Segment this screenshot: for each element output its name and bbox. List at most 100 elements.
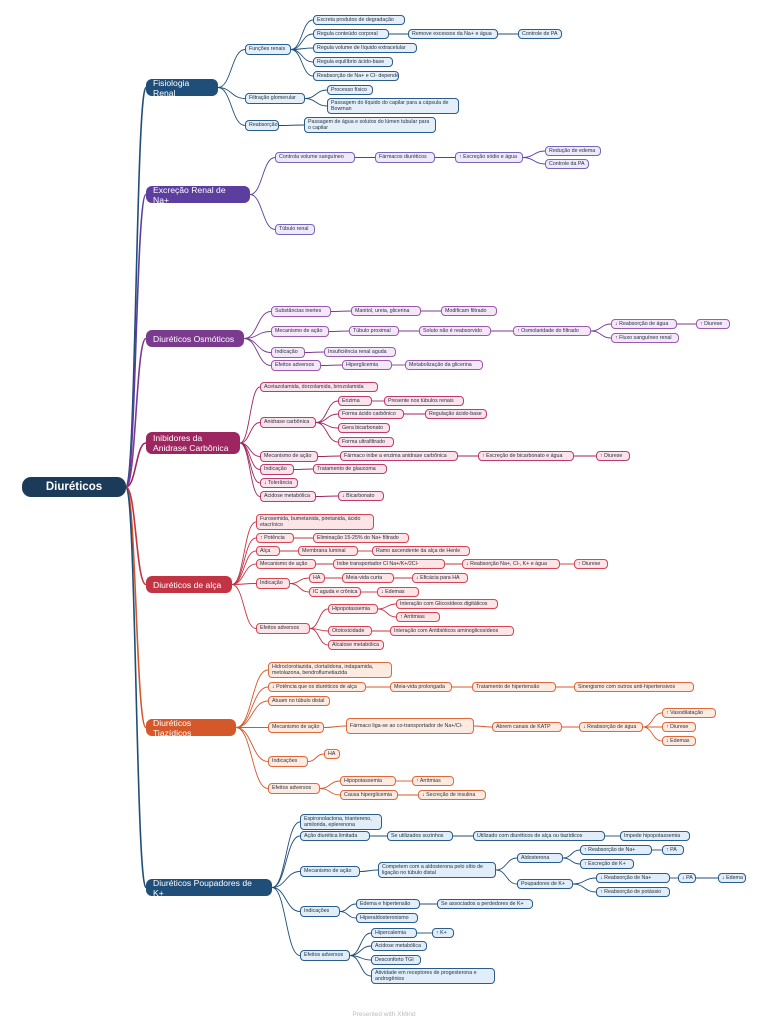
topic-se-associados-a-perdedores-de-k[interactable]: Se associados a perdedores de K+	[437, 899, 533, 909]
topic-edemas[interactable]: ↓ Edemas	[662, 736, 696, 746]
topic-reabsorcao[interactable]: Reabsorção	[245, 120, 279, 131]
topic-passagem-do-liquido-do-capilar-para-a-ca[interactable]: Passagem do líquido do capilar para a cá…	[327, 98, 459, 114]
branch-diureticos-de-alca[interactable]: Diuréticos de alça	[146, 576, 232, 593]
topic-acidose-metabolica[interactable]: Acidose metabólica	[371, 941, 427, 951]
topic-indicacoes[interactable]: Indicações	[268, 756, 308, 767]
topic-secrecao-de-insulina[interactable]: ↓ Secreção de insulina	[418, 790, 486, 800]
topic-causa-hiperglicemia[interactable]: Causa hiperglicemia	[340, 790, 398, 800]
topic-enzima[interactable]: Enzima	[338, 396, 372, 406]
topic-eliminacao-15-25-do-na-filtrado[interactable]: Eliminação 15-25% do Na+ filtrado	[313, 533, 409, 543]
topic-reabsorcao-de-agua[interactable]: ↓ Reabsorção de água	[579, 722, 643, 732]
topic-regulacao-acido-base[interactable]: Regulação ácido-base	[425, 409, 487, 419]
topic-impede-hipopotassemia[interactable]: Impede hipopotassemia	[620, 831, 690, 841]
topic-modificam-filtrado[interactable]: Modificam filtrado	[441, 306, 497, 316]
topic-tubulo-proximal[interactable]: Túbulo proximal	[349, 326, 399, 336]
topic-alca[interactable]: Alça	[256, 546, 280, 556]
topic-hiperglicemia[interactable]: Hiperglicemia	[342, 360, 392, 370]
topic-hiperaldosteronismo[interactable]: Hiperaldosteronismo	[356, 913, 418, 923]
topic-tratamento-de-hipertensao[interactable]: Tratamento de hipertensão	[472, 682, 556, 692]
topic-ramo-ascendente-da-alca-de-henle[interactable]: Ramo ascendente da alça de Henle	[372, 546, 470, 556]
topic-potencia-que-os-diureticos-de-alca[interactable]: ↓ Potência que os diuréticos de alça	[268, 682, 366, 692]
topic-mecanismo-de-acao[interactable]: Mecanismo de ação	[268, 722, 324, 733]
topic-regula-volume-de-liquido-extracelular[interactable]: Regula volume de líquido extracelular	[313, 43, 417, 53]
topic-ototoxicidade[interactable]: Ototoxicidade	[328, 626, 372, 636]
topic-remove-excessos-da-na-e-agua[interactable]: Remove excessos da Na+ e água	[408, 29, 498, 39]
topic-mecanismo-de-acao[interactable]: Mecanismo de ação	[300, 866, 360, 877]
topic-tratamento-de-glaucoma[interactable]: Tratamento de glaucoma	[313, 464, 387, 474]
topic-diurese[interactable]: ↑ Diurese	[596, 451, 630, 461]
topic-efeitos-adversos[interactable]: Efeitos adversos	[271, 360, 321, 371]
topic-farmacos-diureticos[interactable]: Fármacos diuréticos	[375, 152, 435, 163]
topic-diurese[interactable]: ↑ Diurese	[574, 559, 608, 569]
topic-sinergismo-com-outros-anti-hipertensivos[interactable]: Sinergismo com outros anti-hipertensivos	[574, 682, 694, 692]
topic-desconforto-tgi[interactable]: Desconforto TGI	[371, 955, 421, 965]
topic-substancias-inertes[interactable]: Substâncias inertes	[271, 306, 331, 317]
topic-regula-conteudo-corporal[interactable]: Regula conteúdo corporal	[313, 29, 389, 39]
topic-forma-acido-carbonico[interactable]: Forma ácido carbônico	[338, 409, 404, 419]
topic-fluxo-sanguineo-renal[interactable]: ↑ Fluxo sanguíneo renal	[611, 333, 679, 343]
topic-reabsorcao-na-cl-k-e-agua[interactable]: ↓ Reabsorção Na+, Cl-, K+ e água	[462, 559, 560, 569]
topic-funcoes-renais[interactable]: Funções renais	[245, 44, 291, 55]
topic-farmaco-inibe-a-enzima-anidrase-carbonic[interactable]: Fármaco inibe a enzima anidrase carbônic…	[340, 451, 458, 461]
topic-osmolaridade-do-filtrado[interactable]: ↑ Osmolaridade do filtrado	[513, 326, 591, 336]
branch-diureticos-tiazidicos[interactable]: Diuréticos Tiazídicos	[146, 718, 236, 738]
topic-regula-equilibrio-acido-base[interactable]: Regula equilíbrio ácido-base	[313, 57, 393, 67]
topic-arritmias[interactable]: ↑ Arritmias	[396, 612, 440, 622]
topic-potencia[interactable]: ↑ Potência	[256, 533, 294, 543]
topic-controle-da-pa[interactable]: Controle da PA	[545, 159, 589, 169]
branch-excrecao-renal-de-na[interactable]: Excreção Renal de Na+	[146, 185, 250, 205]
topic-mecanismo-de-acao[interactable]: Mecanismo de ação	[256, 559, 316, 569]
topic-filtracao-glomerular[interactable]: Filtração glomerular	[245, 93, 305, 104]
topic-edema[interactable]: ↓ Edema	[718, 873, 746, 883]
topic-excrecao-de-bicarbonato-e-agua[interactable]: ↑ Excreção de bicarbonato e água	[478, 451, 574, 461]
topic-tubulo-renal[interactable]: Túbulo renal	[275, 224, 315, 235]
topic-controle-de-pa[interactable]: Controle de PA	[518, 29, 562, 39]
topic-ha[interactable]: HA	[324, 749, 340, 759]
branch-diureticos-poupadores-de-k[interactable]: Diuréticos Poupadores de K+	[146, 878, 272, 898]
topic-bicarbonato[interactable]: ↓ Bicarbonato	[338, 491, 384, 501]
topic-manitol-ureia-glicerina[interactable]: Manitol, ureia, glicerina	[351, 306, 421, 316]
topic-reabsorcao-de-na-e-cl-depende-do-ritmo-c[interactable]: Reabsorção de Na+ e Cl- depende do ritmo…	[313, 71, 399, 81]
topic-acao-diuretica-limitada[interactable]: Ação diurética limitada	[300, 831, 370, 841]
topic-diurese[interactable]: ↑ Diurese	[696, 319, 730, 329]
topic-reabsorcao-de-potassio[interactable]: ↑ Reabsorção de potássio	[596, 887, 670, 897]
topic-furosemida-bumetanida-piretanida-acido-e[interactable]: Furosemida, bumetanida, piretanida, ácid…	[256, 514, 374, 530]
topic-excrecao-de-k[interactable]: ↑ Excreção de K+	[580, 859, 634, 869]
topic-acidose-metabolica[interactable]: Acidose metabólica	[260, 491, 316, 502]
topic-k[interactable]: ↑ K+	[432, 928, 454, 938]
topic-reabsorcao-de-agua[interactable]: ↓ Reabsorção de água	[611, 319, 677, 329]
topic-atividade-em-receptores-de-progesterona-[interactable]: Atividade em receptores de progesterona …	[371, 968, 495, 984]
topic-farmaco-liga-se-ao-co-transportador-de-n[interactable]: Fármaco liga-se ao co-transportador de N…	[346, 718, 474, 734]
topic-mecanismo-de-acao[interactable]: Mecanismo de ação	[271, 326, 329, 337]
topic-abrem-canais-de-katp[interactable]: Abrem canais de KATP	[492, 722, 562, 732]
topic-forma-ultrafiltrado[interactable]: Forma ultrafiltrado	[338, 437, 394, 447]
topic-metabolizacao-da-glicerina[interactable]: Metabolização da glicerina	[405, 360, 483, 370]
topic-ha[interactable]: HA	[309, 573, 325, 583]
topic-eficacia-para-ha[interactable]: ↓ Eficácia para HA	[412, 573, 468, 583]
topic-utilizado-com-diureticos-de-alca-ou-tiaz[interactable]: Utilizado com diuréticos de alça ou tiaz…	[473, 831, 605, 841]
branch-fisiologia-renal[interactable]: Fisiologia Renal	[146, 78, 218, 98]
topic-interacao-com-glicosideos-digitalicos[interactable]: Interação com Glicosídeos digitálicos	[396, 599, 498, 609]
topic-hipopotassemia[interactable]: Hipopotassemia	[328, 604, 378, 614]
topic-efeitos-adversos[interactable]: Efeitos adversos	[300, 950, 350, 961]
topic-meia-vida-prolongada[interactable]: Meia-vida prolongada	[390, 682, 452, 692]
topic-excreta-produtos-de-degradacao[interactable]: Excreta produtos de degradação	[313, 15, 405, 25]
topic-vasodilatacao[interactable]: ↑ Vasodilatação	[662, 708, 716, 718]
topic-indicacao[interactable]: Indicação	[260, 464, 294, 475]
topic-passagem-de-agua-e-solutos-do-lumen-tubu[interactable]: Passagem de água e solutos do lúmen tubu…	[304, 117, 436, 133]
topic-hidroclorotiazida-clortalidona-indapamid[interactable]: Hidroclorotiazida, clortalidona, indapam…	[268, 662, 392, 678]
topic-reabsorcao-de-na[interactable]: ↑ Reabsorção de Na+	[580, 845, 652, 855]
topic-pa[interactable]: ↑ PA	[662, 845, 684, 855]
topic-interacao-com-antibioticos-aminoglicosid[interactable]: Interação com Antibióticos aminoglicosíd…	[390, 626, 514, 636]
topic-processo-fisico[interactable]: Processo físico	[327, 85, 373, 95]
topic-indicacao[interactable]: Indicação	[271, 347, 305, 358]
topic-mecanismo-de-acao[interactable]: Mecanismo de ação	[260, 451, 318, 462]
topic-espironolactona-triantereno-amilorida-ep[interactable]: Espironolactona, triantereno, amilorida,…	[300, 814, 382, 830]
topic-se-utilizados-sozinhos[interactable]: Se utilizados sozinhos	[387, 831, 453, 841]
topic-meia-vida-curta[interactable]: Meia-vida curta	[342, 573, 394, 583]
branch-diureticos-osmoticos[interactable]: Diuréticos Osmóticos	[146, 330, 244, 347]
topic-acetazolamida-dorzolamida-brinzolamida[interactable]: Acetazolamida, dorzolamida, brinzolamida	[260, 382, 378, 392]
topic-diurese[interactable]: ↑ Diurese	[662, 722, 696, 732]
topic-alcalose-metabolica[interactable]: Alcalose metabólica	[328, 640, 384, 650]
topic-indicacoes[interactable]: Indicações	[300, 906, 340, 917]
